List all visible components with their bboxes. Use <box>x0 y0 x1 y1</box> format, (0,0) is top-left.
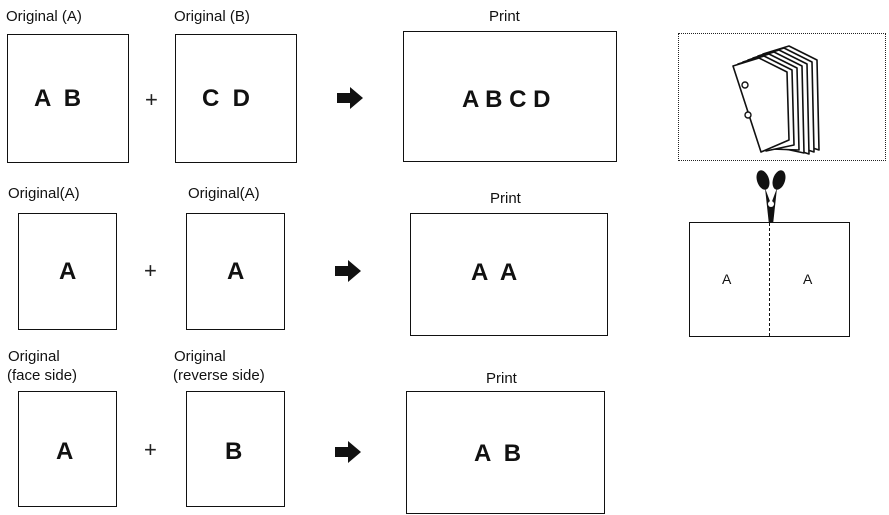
row2-original-1-label: Original(A) <box>8 185 80 202</box>
row1-print-label: Print <box>489 8 520 25</box>
row3-print-label: Print <box>486 370 517 387</box>
booklet-illustration-frame <box>678 33 886 161</box>
row1-print-content: A B C D <box>462 86 551 113</box>
row2-original-1-page: A <box>18 213 117 330</box>
split-page-left-content: A <box>722 271 732 287</box>
right-arrow-icon <box>335 260 361 282</box>
row2-original-2-page: A <box>186 213 285 330</box>
plus-sign: + <box>144 258 157 283</box>
right-arrow-icon <box>337 87 363 109</box>
row1-original-a-page: A B <box>7 34 129 163</box>
row3-original-reverse-page: B <box>186 391 285 507</box>
row1-print-page: A B C D <box>403 31 617 162</box>
row2-print-label: Print <box>490 190 521 207</box>
split-page-right-content: A <box>803 271 813 287</box>
row1-original-a-label: Original (A) <box>6 8 82 25</box>
row3-print-content: A B <box>474 440 522 467</box>
row3-print-page: A B <box>406 391 605 514</box>
booklet-icon <box>732 45 820 155</box>
row2-original-1-content: A <box>59 258 77 285</box>
row2-original-2-content: A <box>227 258 245 285</box>
row1-original-b-label: Original (B) <box>174 8 250 25</box>
row3-original-reverse-content: B <box>225 438 243 465</box>
row3-original-face-content: A <box>56 438 74 465</box>
row2-original-2-label: Original(A) <box>188 185 260 202</box>
row3-original-reverse-label-line1: Original <box>174 348 226 365</box>
plus-sign: + <box>145 87 158 112</box>
row2-print-page: A A <box>410 213 608 336</box>
row3-original-face-page: A <box>18 391 117 507</box>
row3-original-face-label-line2: (face side) <box>7 367 78 384</box>
plus-sign: + <box>144 437 157 462</box>
right-arrow-icon <box>335 441 361 463</box>
row3-original-reverse-label-line2: (reverse side) <box>173 367 265 384</box>
split-page-illustration: A A <box>689 222 850 337</box>
row2-print-content: A A <box>471 259 518 286</box>
row1-original-b-page: C D <box>175 34 297 163</box>
row1-original-b-content: C D <box>202 85 250 112</box>
row1-original-a-content: A B <box>34 85 82 112</box>
cut-line <box>769 223 770 336</box>
row3-original-face-label-line1: Original <box>8 348 60 365</box>
